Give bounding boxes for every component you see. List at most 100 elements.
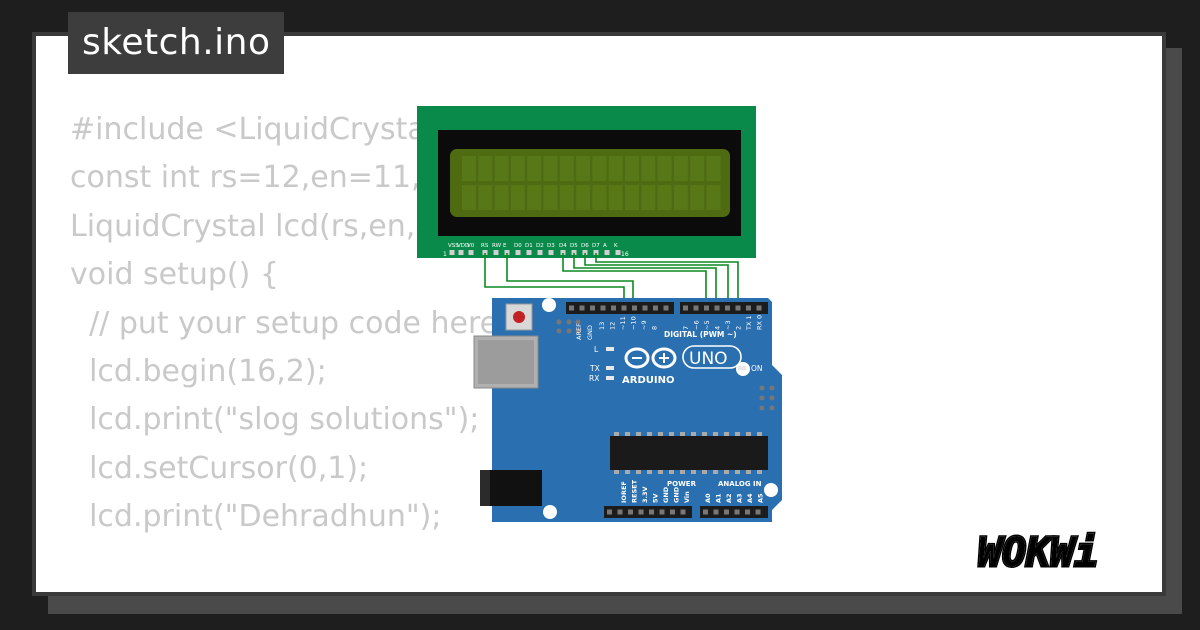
svg-text:GND: GND <box>586 325 594 340</box>
file-tab[interactable]: sketch.ino <box>68 12 285 74</box>
header-pin <box>735 305 741 311</box>
power-jack <box>480 470 542 506</box>
wokwi-logo[interactable]: WOKWi WOKWi <box>976 528 1152 580</box>
code-line: lcd.print("Dehradhun"); <box>70 499 442 535</box>
digital-pin-label: 2 <box>735 326 743 330</box>
lcd-char-cell <box>510 156 525 181</box>
code-line: // put your setup code here <box>70 305 499 341</box>
power-label: POWER <box>667 480 697 488</box>
uno-badge <box>682 345 742 369</box>
lcd-char-cell <box>706 156 721 181</box>
lcd-pin-label: D5 <box>570 243 578 249</box>
lcd-char-cell <box>592 156 607 181</box>
header-pin <box>649 509 654 515</box>
lcd-pin <box>560 250 566 255</box>
lcd-pin <box>537 250 543 255</box>
lcd-pin-label: V0 <box>467 243 475 249</box>
lcd-char-cell <box>510 185 525 210</box>
svg-text:AREF: AREF <box>575 323 583 340</box>
header-pin <box>659 509 665 515</box>
analog-pin-label: A0 <box>704 493 712 503</box>
power-pin-label: GND <box>662 486 670 503</box>
lcd-pin <box>458 250 464 255</box>
header-pin <box>611 305 616 311</box>
header-pin <box>600 305 606 311</box>
analog-pin-label: A2 <box>725 493 733 503</box>
header-digital-high <box>566 302 674 314</box>
header-pin <box>703 509 708 515</box>
digital-pin-label: TX 1 <box>745 315 753 331</box>
header-pin <box>670 509 675 515</box>
header-digital-low <box>680 302 768 314</box>
lcd-char-cell <box>576 185 591 210</box>
brand-label: ARDUINO <box>622 375 674 386</box>
lcd-char-cell <box>625 185 639 210</box>
lcd-char-cell <box>559 156 574 181</box>
lcd-pin <box>604 250 610 255</box>
lcd-pin-label: VDD <box>457 243 469 249</box>
lcd-char-cell <box>673 156 688 181</box>
lcd-char-cell <box>657 156 672 181</box>
header-pin <box>621 305 627 311</box>
header-pin <box>745 509 750 515</box>
header-pin <box>653 305 658 311</box>
logo-text: WOKWi <box>978 530 1098 576</box>
lcd-pin-label: D3 <box>547 243 555 249</box>
lcd-pin-label: D1 <box>525 243 533 249</box>
header-pin <box>756 305 762 311</box>
lcd-pin-first: 1 <box>443 251 447 258</box>
lcd-char-cell <box>657 185 672 210</box>
header-pin <box>569 305 574 311</box>
lcd-pin <box>526 250 532 255</box>
lcd-char-cell <box>478 185 493 210</box>
digital-pin-label: ~5 <box>703 320 711 330</box>
lcd-char-cell <box>543 185 558 210</box>
lcd-char-cell <box>559 185 574 210</box>
mount-hole <box>542 298 556 312</box>
digital-label: DIGITAL (PWM ~) <box>664 330 737 339</box>
header-pin <box>628 509 633 515</box>
wire-d7 <box>595 253 739 307</box>
digital-pin-label: 12 <box>609 322 617 330</box>
digital-pin-label: ~3 <box>724 320 732 330</box>
lcd-char-cell <box>462 156 476 181</box>
lcd-char-cell <box>641 156 656 181</box>
digital-pin-label: 7 <box>682 326 690 330</box>
arduino-logo-icon <box>624 347 677 369</box>
lcd-pin <box>582 250 588 255</box>
lcd-char-cell <box>462 185 476 210</box>
power-pin-label: RESET <box>631 479 639 503</box>
svg-text:TX: TX <box>589 364 600 373</box>
header-pin <box>704 305 709 311</box>
lcd-char-cell <box>673 185 688 210</box>
header-pin <box>734 509 740 515</box>
header-pin <box>663 305 669 311</box>
header-pin <box>607 509 612 515</box>
header-pin <box>638 509 644 515</box>
lcd-pin <box>468 250 474 255</box>
code-line: lcd.begin(16,2); <box>70 353 327 389</box>
power-pin-label: 3.3V <box>641 486 649 503</box>
lcd-pin-label: D6 <box>581 243 589 249</box>
code-line: lcd.print("slog solutions"); <box>70 402 480 438</box>
lcd-pin <box>593 250 599 255</box>
analog-pin-label: A4 <box>746 493 754 503</box>
lcd-pin-label: RW <box>492 243 502 249</box>
reset-button-cap <box>513 311 525 323</box>
lcd-char-cell <box>543 156 558 181</box>
lcd-char-cell <box>494 156 509 181</box>
microcontroller-chip <box>610 436 768 470</box>
header-pin <box>617 509 623 515</box>
power-pin-label: 5V <box>652 493 660 503</box>
digital-pin-label: ~9 <box>640 320 648 330</box>
header-pin <box>724 509 729 515</box>
led-rx <box>606 376 614 380</box>
wire-d5 <box>573 253 717 307</box>
header-analog <box>700 506 768 518</box>
lcd-char-cell <box>576 156 591 181</box>
lcd-pin-last: 16 <box>621 251 629 258</box>
